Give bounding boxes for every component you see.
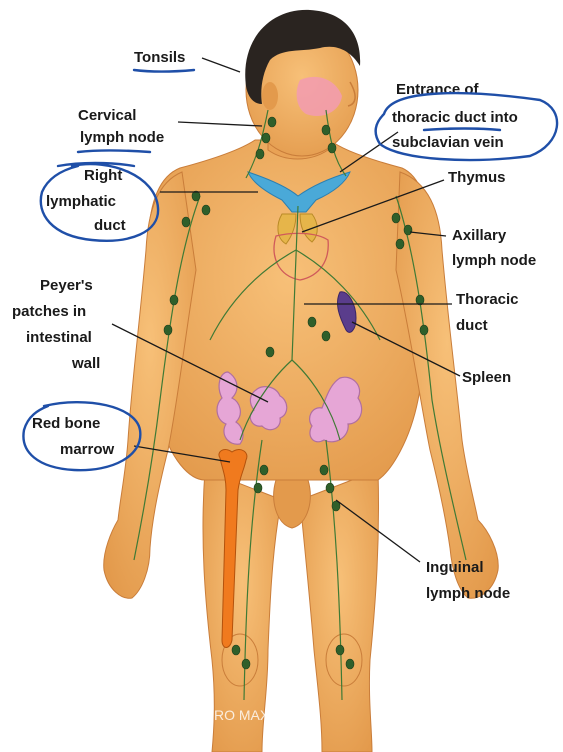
ear — [262, 82, 278, 110]
label-right-lymphatic-line2: lymphatic — [46, 193, 116, 210]
label-axillary-line1: Axillary — [452, 227, 507, 244]
lymph-node — [320, 465, 328, 475]
lymph-node — [404, 225, 412, 235]
label-peyers-line2: patches in — [12, 303, 86, 320]
label-marrow-line1: Red bone — [32, 415, 100, 432]
label-cervical-line1: Cervical — [78, 107, 136, 124]
lymph-node — [182, 217, 190, 227]
lymph-node — [346, 659, 354, 669]
lymph-node — [268, 117, 276, 127]
label-entrance-line3: subclavian vein — [392, 134, 504, 151]
lymph-node — [266, 347, 274, 357]
lymph-node — [326, 483, 334, 493]
label-entrance-line1: Entrance of — [396, 81, 480, 98]
lymph-node — [392, 213, 400, 223]
lymph-node — [322, 125, 330, 135]
lymph-node — [308, 317, 316, 327]
label-inguinal-line2: lymph node — [426, 585, 510, 602]
watermark: RO MAX — [214, 707, 270, 723]
lymph-node — [170, 295, 178, 305]
label-peyers-line3: intestinal — [26, 329, 92, 346]
lymph-node — [322, 331, 330, 341]
label-tonsils: Tonsils — [134, 49, 185, 66]
underline-thoracic-duct-into — [424, 129, 500, 131]
lymph-node — [242, 659, 250, 669]
circle-red-bone-marrow — [23, 402, 140, 470]
lymph-node — [164, 325, 172, 335]
label-inguinal-line1: Inguinal — [426, 559, 484, 576]
label-thoracic-duct-line1: Thoracic — [456, 291, 519, 308]
label-axillary-line2: lymph node — [452, 252, 536, 269]
label-marrow-line2: marrow — [60, 441, 115, 458]
label-spleen: Spleen — [462, 369, 511, 386]
label-peyers-line4: wall — [71, 355, 100, 372]
label-entrance-line2: thoracic duct into — [392, 109, 518, 126]
lymph-node — [232, 645, 240, 655]
lymph-node — [336, 645, 344, 655]
lymph-node — [202, 205, 210, 215]
underline-tonsils — [134, 70, 194, 72]
leader-cervical — [178, 122, 262, 126]
lymph-node — [262, 133, 270, 143]
label-right-lymphatic-line1: Right — [84, 167, 122, 184]
lymph-node — [260, 465, 268, 475]
label-right-lymphatic-line3: duct — [94, 217, 126, 234]
lymph-node — [254, 483, 262, 493]
underline-cervical — [78, 151, 150, 153]
label-thoracic-duct-line2: duct — [456, 317, 488, 334]
lymph-node — [256, 149, 264, 159]
leader-tonsils — [202, 58, 240, 72]
lymph-node — [396, 239, 404, 249]
label-peyers-line1: Peyer's — [40, 277, 93, 294]
label-cervical-line2: lymph node — [80, 129, 164, 146]
lymph-node — [420, 325, 428, 335]
label-thymus: Thymus — [448, 169, 506, 186]
lymph-node — [328, 143, 336, 153]
